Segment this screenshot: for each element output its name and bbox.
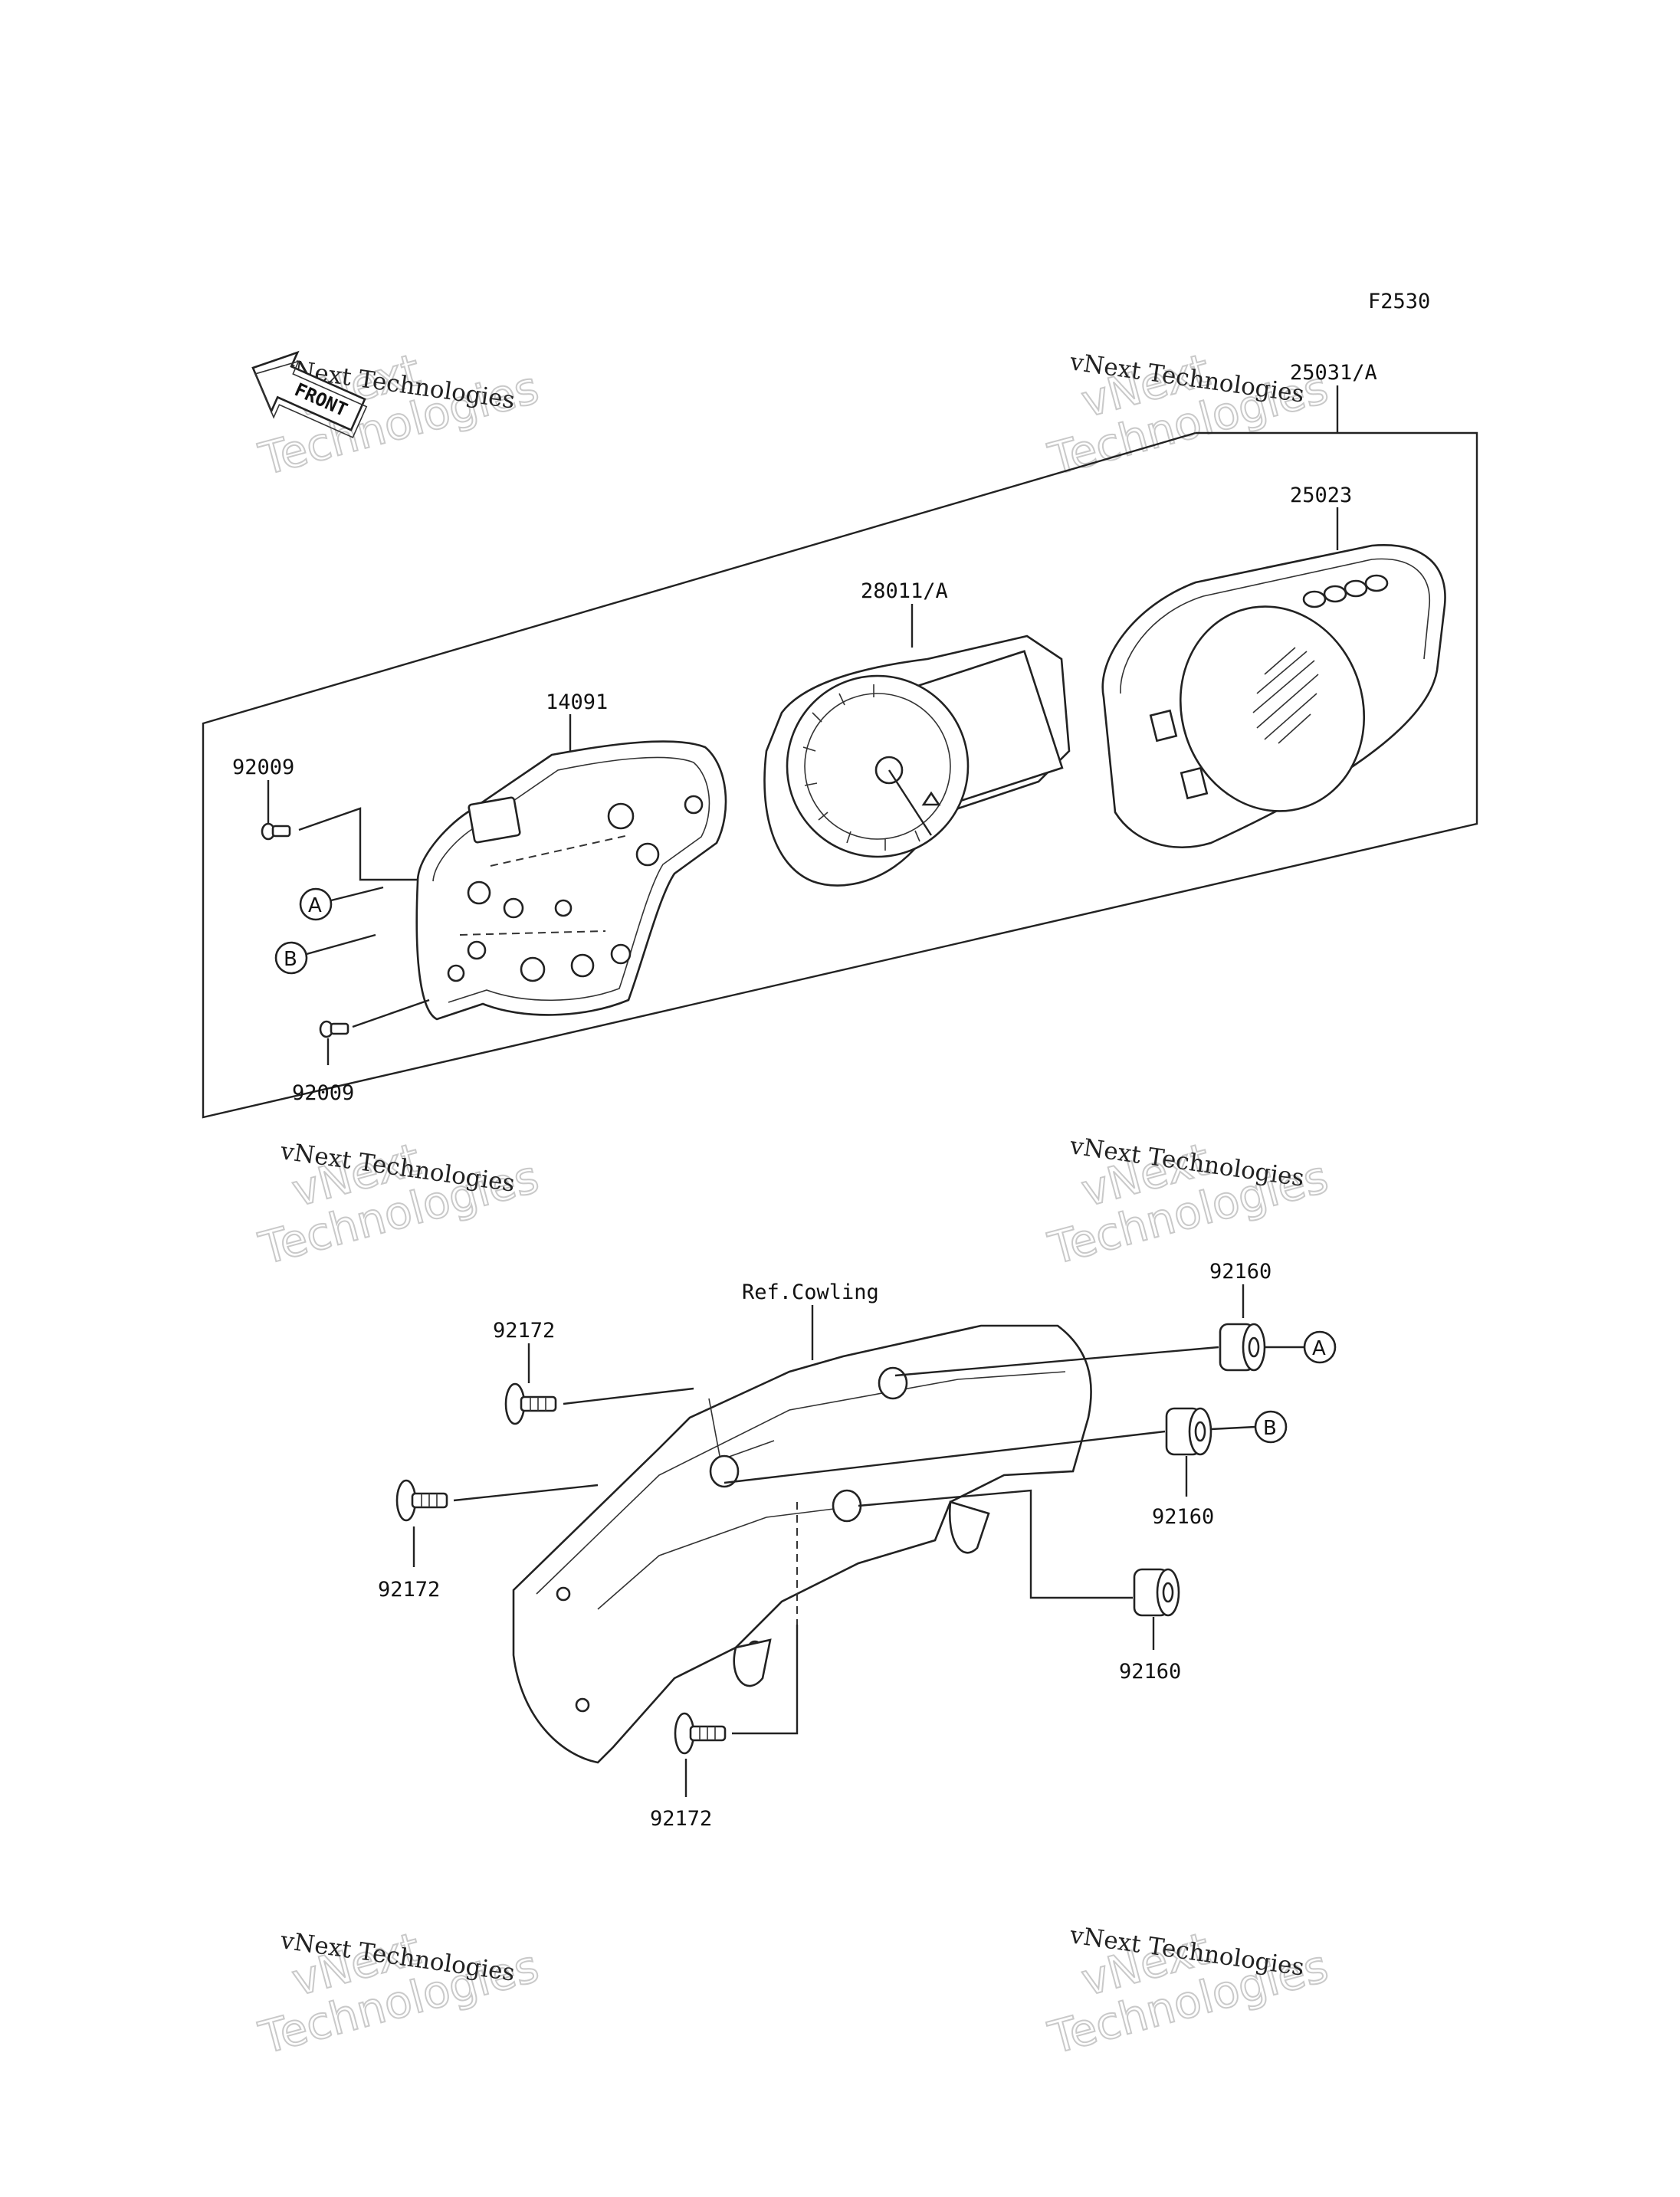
part-number-cover: 25023 — [1290, 484, 1352, 507]
bolt-1-icon — [504, 1382, 557, 1425]
part-number-screw-bottom: 92009 — [292, 1081, 354, 1105]
part-number-case: 14091 — [546, 690, 608, 714]
callout-a-upper: A — [299, 886, 384, 921]
indicator-lamps — [1302, 574, 1389, 608]
grommet-c-icon — [1133, 1568, 1180, 1617]
grommet-b-icon — [1165, 1407, 1212, 1456]
screw-bottom-icon — [319, 1020, 349, 1038]
ref-cowling-label: Ref.Cowling — [742, 1280, 879, 1304]
part-number-grommet-b: 92160 — [1152, 1505, 1214, 1529]
callout-a-lower: A — [1303, 1330, 1337, 1364]
svg-text:B: B — [284, 948, 297, 971]
meter-unit — [763, 635, 1071, 887]
part-number-bolt-3: 92172 — [650, 1807, 712, 1831]
svg-text:A: A — [1312, 1337, 1326, 1360]
svg-text:A: A — [308, 894, 322, 917]
bolt-2-icon — [395, 1479, 448, 1522]
grommet-a-icon — [1219, 1323, 1266, 1372]
figure-code: F2530 — [1368, 290, 1430, 313]
callout-b-upper: B — [274, 933, 376, 975]
part-number-grommet-c: 92160 — [1119, 1660, 1181, 1684]
svg-text:B: B — [1263, 1417, 1277, 1440]
part-number-bolt-1: 92172 — [493, 1319, 555, 1343]
screw-top-icon — [261, 822, 291, 841]
bolt-3-icon — [674, 1712, 727, 1755]
part-number-bolt-2: 92172 — [378, 1578, 440, 1602]
assembly-frame — [202, 431, 1478, 1119]
part-number-assembly: 25031/A — [1290, 361, 1377, 385]
meter-cover — [1101, 544, 1446, 848]
part-number-grommet-a: 92160 — [1209, 1260, 1271, 1284]
meter-case — [415, 740, 727, 1021]
cowling-bracket — [512, 1324, 1092, 1764]
callout-b-lower: B — [1254, 1410, 1288, 1444]
part-number-screw-top: 92009 — [232, 756, 294, 779]
part-number-meter: 28011/A — [861, 579, 948, 603]
